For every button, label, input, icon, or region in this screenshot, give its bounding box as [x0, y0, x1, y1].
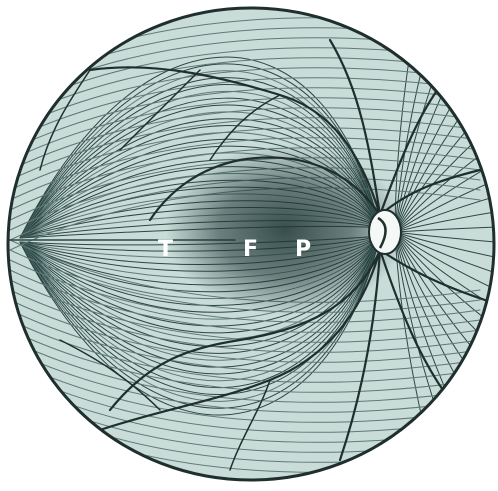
label-papilla: P: [295, 237, 311, 262]
label-temporal: T: [158, 237, 173, 262]
label-fovea: F: [243, 237, 258, 262]
